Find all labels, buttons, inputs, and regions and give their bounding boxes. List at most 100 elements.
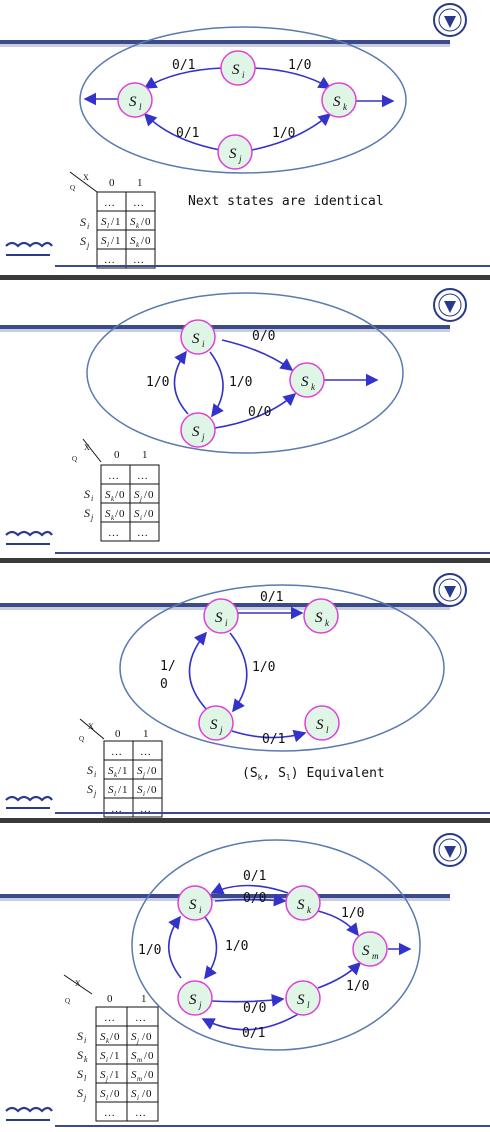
- svg-text:/: /: [110, 1088, 114, 1100]
- svg-text:S: S: [101, 235, 107, 247]
- svg-text:/: /: [115, 508, 119, 520]
- svg-text:/: /: [111, 216, 115, 228]
- university-seal-icon: [433, 3, 467, 37]
- slide-note: (Sk, Sl) Equivalent: [242, 766, 385, 782]
- svg-text:…: …: [111, 746, 122, 758]
- svg-text:S: S: [189, 992, 197, 1008]
- svg-text:/: /: [141, 216, 145, 228]
- footer-rule: [55, 1125, 490, 1127]
- svg-text:X: X: [75, 979, 81, 988]
- svg-text:0: 0: [151, 784, 157, 796]
- svg-text:0: 0: [151, 765, 157, 777]
- edge-label: 1/0: [346, 979, 369, 994]
- edge-j-l: [210, 993, 285, 1007]
- svg-text:S: S: [131, 1069, 137, 1081]
- svg-text:0: 0: [148, 508, 154, 520]
- edge-label: 1/0: [146, 375, 169, 390]
- edge-label: 1/0: [341, 906, 364, 921]
- svg-text:j: j: [105, 1075, 108, 1083]
- edge-label: 1/0: [272, 126, 295, 141]
- svg-text:/: /: [144, 1069, 148, 1081]
- edge-i-j: [204, 916, 218, 980]
- svg-text:1: 1: [141, 993, 147, 1005]
- svg-text:S: S: [77, 1086, 83, 1100]
- svg-text:i: i: [91, 494, 93, 503]
- svg-text:/: /: [147, 784, 151, 796]
- svg-text:j: j: [142, 771, 145, 779]
- slide-separator: [0, 558, 490, 563]
- edge-j-l: [143, 112, 221, 151]
- svg-text:j: j: [86, 241, 90, 250]
- slide-note: Next states are identical: [188, 194, 384, 209]
- edge-label: 1/: [160, 659, 176, 674]
- edge-j-i: [188, 631, 209, 712]
- svg-text:/: /: [142, 1088, 146, 1100]
- university-logo: [5, 241, 53, 256]
- svg-text:1: 1: [122, 765, 128, 777]
- svg-text:S: S: [84, 506, 90, 520]
- footer-rule: [55, 552, 490, 554]
- edge-label: 0/0: [243, 1001, 266, 1016]
- svg-text:S: S: [215, 610, 223, 626]
- svg-text:Q: Q: [79, 735, 84, 743]
- header-rule-shadow: [0, 329, 450, 332]
- svg-text:i: i: [137, 1094, 139, 1102]
- svg-text:k: k: [114, 771, 118, 779]
- svg-text:j: j: [201, 432, 205, 442]
- svg-text:S: S: [297, 897, 305, 913]
- svg-text:S: S: [316, 717, 324, 733]
- svg-text:j: j: [93, 789, 97, 798]
- footer-rule: [55, 265, 490, 267]
- equivalence-ellipse: [86, 292, 404, 454]
- svg-text:0: 0: [119, 508, 125, 520]
- svg-text:S: S: [131, 1050, 137, 1062]
- svg-text:i: i: [87, 222, 89, 231]
- svg-text:l: l: [326, 725, 329, 735]
- university-logo: [5, 530, 53, 545]
- svg-text:S: S: [100, 1050, 106, 1062]
- svg-text:S: S: [129, 94, 137, 110]
- svg-text:S: S: [100, 1069, 106, 1081]
- svg-text:l: l: [114, 790, 116, 798]
- university-logo: [5, 795, 53, 809]
- svg-text:S: S: [297, 992, 305, 1008]
- svg-text:…: …: [133, 197, 144, 209]
- svg-text:k: k: [106, 1037, 110, 1045]
- svg-text:i: i: [143, 790, 145, 798]
- svg-text:…: …: [111, 803, 122, 815]
- edge-i-k: [253, 67, 332, 89]
- svg-text:S: S: [333, 94, 341, 110]
- edge-j-l: [231, 729, 307, 743]
- svg-text:S: S: [137, 784, 143, 796]
- svg-text:i: i: [106, 1056, 108, 1064]
- edge-j-i: [173, 350, 189, 415]
- svg-text:j: j: [136, 1037, 139, 1045]
- svg-text:X: X: [84, 443, 90, 452]
- svg-text:k: k: [136, 222, 140, 230]
- svg-text:S: S: [105, 489, 111, 501]
- equivalence-ellipse: [131, 839, 421, 1051]
- svg-text:i: i: [202, 339, 205, 349]
- university-seal-icon: [433, 833, 467, 867]
- edge-label: 1/0: [288, 58, 311, 73]
- svg-text:l: l: [107, 222, 109, 230]
- svg-text:/: /: [144, 508, 148, 520]
- header-rule: [0, 894, 450, 898]
- svg-text:1: 1: [122, 784, 128, 796]
- svg-text:S: S: [131, 1031, 137, 1043]
- svg-text:…: …: [104, 197, 115, 209]
- svg-text:j: j: [139, 495, 142, 503]
- svg-text:k: k: [343, 102, 348, 112]
- svg-text:l: l: [139, 102, 142, 112]
- svg-text:0: 0: [119, 489, 125, 501]
- university-seal-icon: [433, 288, 467, 322]
- edge-label: 0/1: [243, 869, 266, 884]
- edge-j-k: [214, 392, 297, 429]
